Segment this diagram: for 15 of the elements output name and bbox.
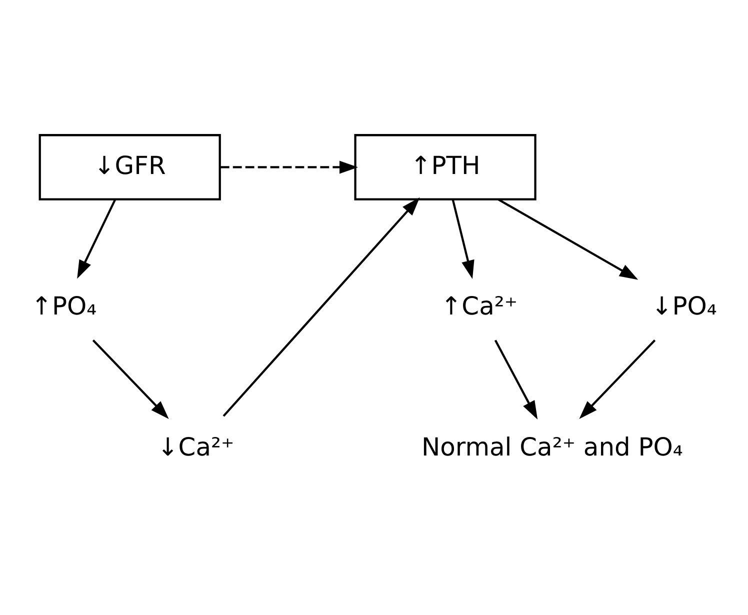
node-text: ↑PO₄ — [31, 291, 97, 320]
node-box: ↓GFR — [38, 134, 221, 200]
arrow — [92, 339, 169, 418]
node-text: ↓PO₄ — [651, 291, 717, 320]
arrow — [494, 339, 538, 419]
arrow — [498, 198, 638, 280]
node-box: ↑PTH — [354, 134, 536, 200]
node-text: Normal Ca²⁺ and PO₄ — [421, 432, 683, 461]
arrow — [579, 339, 656, 418]
node-text: ↓Ca²⁺ — [157, 432, 234, 461]
node-text: ↑Ca²⁺ — [440, 291, 518, 320]
arrow — [77, 198, 116, 278]
arrow — [222, 196, 420, 416]
arrow — [220, 160, 358, 174]
arrow — [452, 198, 474, 278]
